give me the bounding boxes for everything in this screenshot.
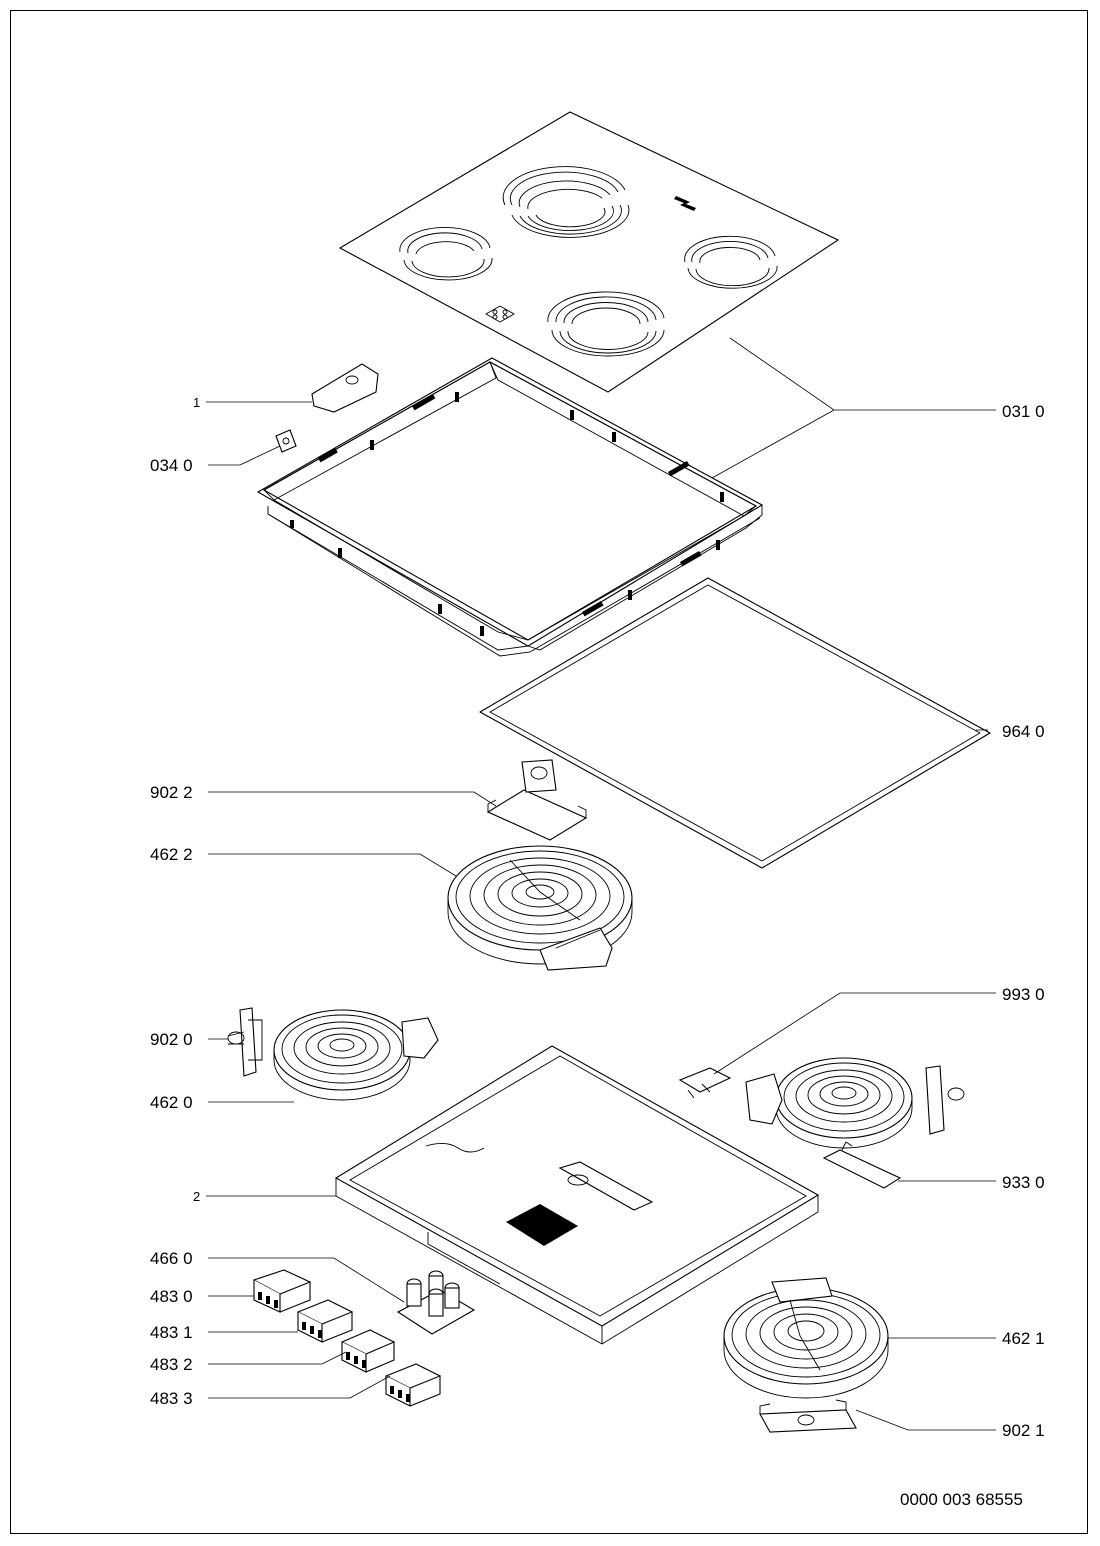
bottom-tray-2[interactable] bbox=[334, 1045, 820, 1345]
label-462-0: 462 0 bbox=[150, 1093, 193, 1112]
bracket-902-2[interactable] bbox=[486, 759, 588, 841]
drawing-frame bbox=[10, 10, 1088, 1534]
bracket-902-1[interactable] bbox=[759, 1399, 857, 1433]
label-466-0: 466 0 bbox=[150, 1249, 193, 1268]
label-483-1: 483 1 bbox=[150, 1323, 193, 1342]
hotplate-462-0[interactable] bbox=[273, 1009, 439, 1101]
label-902-1: 902 1 bbox=[1002, 1421, 1045, 1440]
connector-483-3[interactable] bbox=[384, 1363, 442, 1407]
leader-lines bbox=[206, 337, 996, 1431]
callout-labels: 031 0 1 034 0 964 0 902 2 462 2 993 0 90… bbox=[150, 395, 1045, 1509]
label-993-0: 993 0 bbox=[1002, 985, 1045, 1004]
connector-483-1[interactable] bbox=[296, 1299, 354, 1343]
label-483-2: 483 2 bbox=[150, 1355, 193, 1374]
label-1: 1 bbox=[193, 395, 200, 410]
hotplate-462-1[interactable] bbox=[723, 1277, 889, 1399]
drawing-number: 0000 003 68555 bbox=[900, 1490, 1023, 1509]
label-031-0: 031 0 bbox=[1002, 402, 1045, 421]
bracket-933-0[interactable] bbox=[822, 1141, 902, 1189]
label-902-0: 902 0 bbox=[150, 1030, 193, 1049]
bracket-1[interactable] bbox=[311, 363, 379, 413]
label-902-2: 902 2 bbox=[150, 783, 193, 802]
label-462-1: 462 1 bbox=[1002, 1329, 1045, 1348]
hotplate-462-2[interactable] bbox=[447, 845, 633, 971]
connector-483-0[interactable] bbox=[252, 1269, 312, 1313]
label-2: 2 bbox=[193, 1189, 200, 1204]
seal-964-0[interactable] bbox=[479, 577, 991, 869]
clip-993-0[interactable] bbox=[678, 1067, 732, 1099]
hotplate-right[interactable] bbox=[745, 1057, 965, 1149]
label-483-0: 483 0 bbox=[150, 1287, 193, 1306]
label-964-0: 964 0 bbox=[1002, 722, 1045, 741]
connector-483-2[interactable] bbox=[340, 1329, 396, 1373]
frame-assembly[interactable] bbox=[256, 357, 764, 657]
label-933-0: 933 0 bbox=[1002, 1173, 1045, 1192]
glass-top-031-0[interactable] bbox=[338, 111, 840, 393]
label-483-3: 483 3 bbox=[150, 1389, 193, 1408]
clip-034-0[interactable] bbox=[275, 429, 297, 453]
label-462-2: 462 2 bbox=[150, 845, 193, 864]
bracket-902-0[interactable] bbox=[227, 1007, 263, 1077]
label-034-0: 034 0 bbox=[150, 456, 193, 475]
terminal-block-466-0[interactable] bbox=[396, 1270, 476, 1335]
